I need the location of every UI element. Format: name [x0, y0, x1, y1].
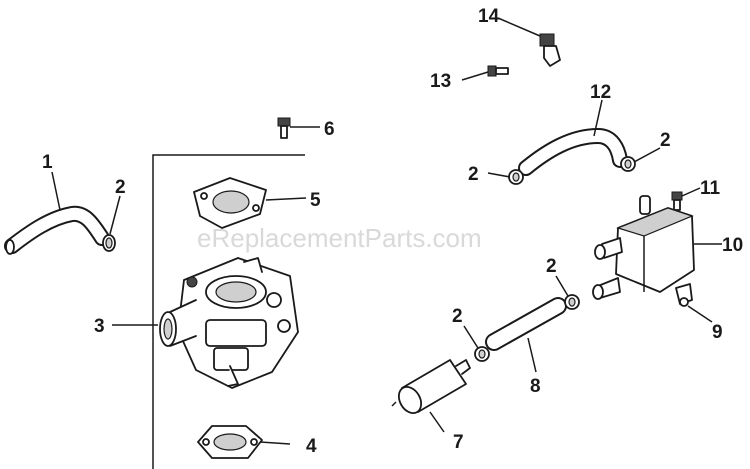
callout-2e: 2: [452, 306, 463, 327]
gasket-part-5: [193, 177, 267, 229]
clamp-part-2b: [508, 169, 524, 185]
carburetor-part-3: [159, 257, 299, 389]
gasket-part-4: [197, 425, 263, 459]
hose-part-8: [485, 297, 567, 351]
callout-4: 4: [306, 436, 317, 457]
watermark: eReplacementParts.com: [197, 223, 482, 253]
callout-2b: 2: [468, 164, 479, 185]
callout-3: 3: [94, 316, 105, 337]
callout-7: 7: [453, 432, 464, 453]
fuel-pump-part-10: [592, 195, 695, 300]
clamp-part-2e: [474, 346, 490, 362]
callout-12: 12: [590, 82, 611, 103]
fitting-part-14: [539, 33, 561, 67]
clamp-part-2a: [102, 234, 116, 252]
callout-2a: 2: [115, 177, 126, 198]
screw-part-13: [487, 65, 509, 77]
leader-lines: [51, 17, 722, 445]
callout-2c: 2: [660, 130, 671, 151]
hose-part-12: [518, 127, 628, 176]
callout-14: 14: [478, 6, 500, 27]
callout-2d: 2: [546, 256, 557, 277]
callout-10: 10: [722, 235, 743, 256]
fuel-filter-part-7: [391, 359, 471, 415]
callout-5: 5: [310, 190, 321, 211]
clamp-part-2c: [620, 156, 636, 172]
callout-11: 11: [700, 178, 721, 199]
callout-13: 13: [430, 71, 451, 92]
hose-part-1: [4, 205, 110, 255]
screw-part-6: [277, 117, 291, 139]
clamp-part-2d: [564, 294, 580, 310]
callout-1: 1: [42, 152, 53, 173]
assembly-bracket: [152, 154, 305, 469]
bolt-part-9: [675, 283, 693, 307]
callout-9: 9: [712, 322, 723, 343]
screw-part-11: [671, 191, 683, 211]
callout-8: 8: [530, 376, 541, 397]
callout-6: 6: [324, 119, 335, 140]
